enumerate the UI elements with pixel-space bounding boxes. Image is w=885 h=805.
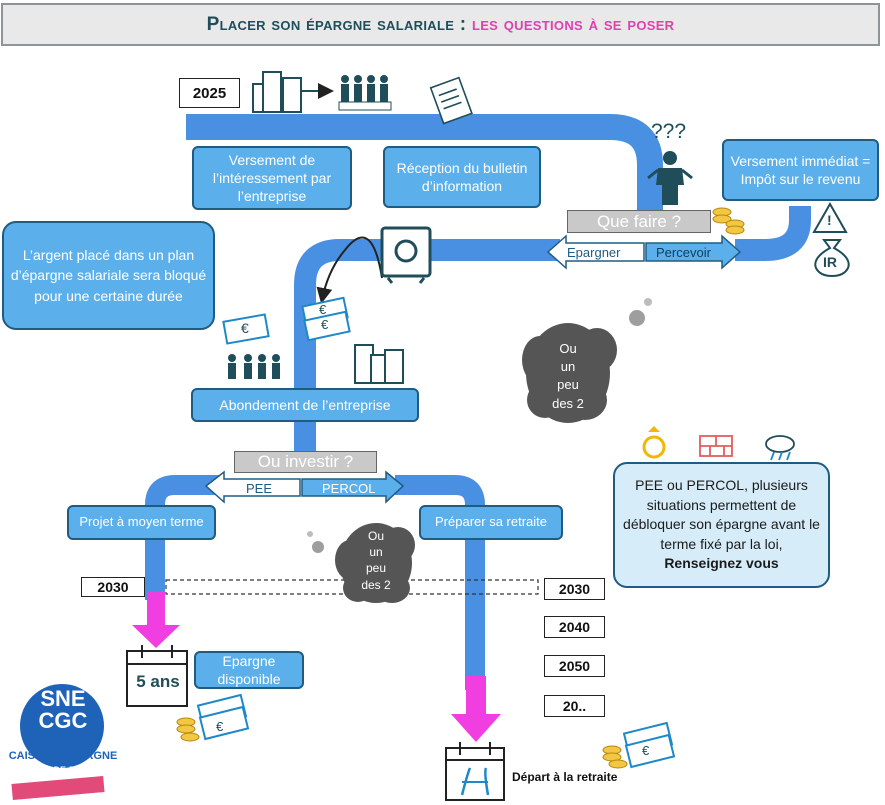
- cloud-bottom-line-4: des 2: [361, 577, 391, 592]
- ring-icon: [642, 426, 666, 459]
- year-2030-left: 2030: [81, 577, 145, 597]
- arrow-pee: [204, 470, 301, 504]
- title-part-2: les questions à se poser: [471, 14, 675, 35]
- year-2030-right: 2030: [544, 578, 605, 600]
- title-part-1: Placer son épargne salariale :: [206, 14, 472, 35]
- banknotes-icon-bottom-right: [622, 721, 676, 769]
- thought-dots-top: [629, 298, 652, 326]
- thought-dots-bottom: [307, 531, 324, 553]
- note-bloque: L’argent placé dans un plan d’épargne sa…: [2, 221, 215, 330]
- people-group-icon: [338, 75, 392, 111]
- step-versement-immediat: Versement immédiat = Impôt sur le revenu: [722, 139, 879, 201]
- ir-badge: IR: [823, 254, 837, 270]
- pipe-split-left: [145, 475, 220, 600]
- step-projet: Projet à moyen terme: [67, 505, 216, 540]
- thought-cloud-bottom: [335, 523, 415, 603]
- cloud-top-line-1: Ou: [559, 341, 577, 356]
- buildings-icon-abondement: [354, 344, 404, 384]
- logo-line-3: CAISSE D’ÉPARGNE: [8, 750, 118, 762]
- banknotes-icon-middle: [301, 296, 351, 342]
- departure-label: Départ à la retraite: [512, 770, 618, 784]
- year-2050: 2050: [544, 655, 605, 677]
- euro-glyph-middle-1: €: [319, 302, 327, 317]
- safe-icon: [380, 226, 432, 284]
- year-start: 2025: [179, 78, 240, 108]
- alert-glyph: !: [827, 212, 832, 228]
- cloud-text-bottom: Ou un peu des 2: [350, 528, 402, 593]
- cloud-top-line-4: des 2: [552, 395, 584, 411]
- calendar-icon: [126, 645, 188, 707]
- document-icon: [429, 76, 473, 125]
- warning-icon: [812, 201, 848, 233]
- step-abondement: Abondement de l’entreprise: [191, 388, 419, 422]
- retirement-calendar-icon: [445, 742, 505, 801]
- questions-glyph: ???: [651, 120, 687, 143]
- arrow-epargner: [546, 234, 645, 270]
- logo-line-1: SNE: [40, 686, 86, 711]
- cheering-people-icon: [228, 354, 280, 379]
- question-ou-investir: Ou investir ?: [234, 451, 377, 473]
- banknotes-icon-bottom-left: [196, 693, 250, 741]
- choice-percevoir: Percevoir: [656, 245, 711, 260]
- year-20xx: 20..: [544, 695, 605, 717]
- sne-cgc-logo: [11, 684, 105, 800]
- arrow-percevoir: [645, 234, 742, 270]
- confused-person-icon: [647, 151, 693, 205]
- calendar-duration: 5 ans: [136, 672, 180, 691]
- euro-glyph-left: €: [241, 320, 249, 336]
- step-retraite: Préparer sa retraite: [419, 505, 563, 540]
- arrow-percol: [301, 470, 405, 504]
- buildings-icon: [252, 71, 334, 113]
- coins-icon-top: [712, 207, 745, 235]
- money-bag-icon: [814, 239, 850, 278]
- logo-text: SNE CGC CAISSE D’ÉPARGNE HAUTS-DE-FRANCE: [8, 686, 118, 776]
- pipe-top: [186, 114, 663, 210]
- logo-line-4: HAUTS-DE-FRANCE: [19, 765, 107, 775]
- choice-percol: PERCOL: [322, 481, 376, 496]
- logo-line-2: CGC: [38, 708, 88, 733]
- pipe-left: [294, 239, 560, 465]
- cloud-bottom-line-2: un: [369, 545, 383, 560]
- question-que-faire: Que faire ?: [567, 210, 711, 233]
- year-2040: 2040: [544, 616, 605, 638]
- pipe-split-right: [395, 475, 485, 690]
- choice-pee: PEE: [246, 481, 273, 496]
- storm-cloud-icon: [765, 435, 795, 461]
- coins-icon-bottom-right: [602, 745, 628, 769]
- cloud-text-top: Ou un peu des 2: [540, 340, 596, 413]
- step-interessement: Versement de l’intéressement par l’entre…: [192, 146, 352, 210]
- page-title: Placer son épargne salariale : les quest…: [1, 3, 880, 46]
- pink-arrow-right: [451, 676, 501, 742]
- euro-glyph-bottom-right: €: [642, 743, 650, 758]
- thought-cloud-top: [522, 323, 617, 423]
- step-epargne-disponible: Epargne disponible: [194, 651, 304, 689]
- cloud-bottom-line-3: peu: [365, 561, 387, 576]
- note-deblocage-text: PEE ou PERCOL, plusieurs situations perm…: [623, 477, 820, 552]
- cloud-bottom-line-1: Ou: [367, 529, 384, 543]
- euro-glyph-bottom-left: €: [216, 719, 224, 734]
- banknote-icon-left: [222, 313, 270, 345]
- euro-glyph-middle-2: €: [321, 317, 329, 332]
- pink-arrow-left: [132, 592, 180, 648]
- choice-epargner: Epargner: [567, 245, 621, 260]
- brick-wall-icon: [699, 435, 733, 457]
- cloud-top-line-2: un: [560, 359, 576, 375]
- abondement-arrow: [316, 236, 383, 304]
- step-reception: Réception du bulletin d’information: [383, 146, 541, 208]
- note-deblocage: PEE ou PERCOL, plusieurs situations perm…: [613, 462, 830, 588]
- cloud-top-line-3: peu: [557, 377, 579, 393]
- coins-icon-bottom-left: [176, 717, 200, 742]
- pipe-right: [735, 206, 811, 261]
- note-renseignez: Renseignez vous: [664, 555, 779, 572]
